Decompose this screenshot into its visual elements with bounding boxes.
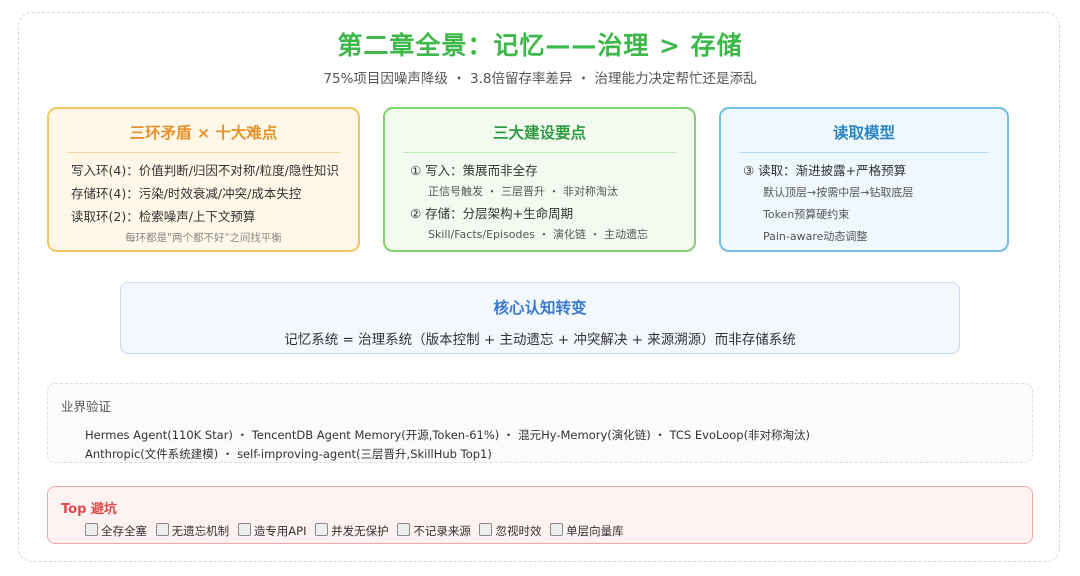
pitfall-item: 造专用API (253, 524, 307, 538)
read-detail-3: Pain-aware动态调整 (763, 230, 868, 243)
pitfall-item: 全存全塞 (101, 524, 147, 538)
read-ring-line: 读取环(2)：检索噪声/上下文预算 (71, 209, 256, 224)
pitfalls-list: 全存全塞 无遗忘机制 造专用API 并发无保护 不记录来源 忽视时效 单层向量库 (85, 523, 1032, 539)
pin-icon (397, 523, 411, 536)
divider (739, 152, 989, 153)
pin-icon (155, 523, 169, 536)
storage-point-detail: Skill/Facts/Episodes ・ 演化链 ・ 主动遗忘 (428, 228, 648, 241)
card-title: 三环矛盾 × 十大难点 (129, 124, 278, 142)
core-title: 核心认知转变 (493, 299, 587, 317)
pin-icon (315, 523, 329, 536)
card-title: 读取模型 (832, 124, 895, 142)
pitfalls-title: Top 避坑 (61, 502, 117, 517)
write-ring-line: 写入环(4)：价值判断/归因不对称/粒度/隐性知识 (71, 163, 339, 178)
page-title: 第二章全景：记忆——治理 > 存储 (337, 31, 743, 60)
divider (403, 152, 676, 153)
card-three-ring-conflicts: 三环矛盾 × 十大难点 写入环(4)：价值判断/归因不对称/粒度/隐性知识 存储… (47, 107, 360, 252)
pitfall-item: 无遗忘机制 (171, 524, 230, 538)
pitfalls-box: Top 避坑 全存全塞 无遗忘机制 造专用API 并发无保护 不记录来源 忽视时… (47, 486, 1033, 544)
validation-line-1: Hermes Agent(110K Star) ・ TencentDB Agen… (85, 428, 811, 442)
card-construction-points: 三大建设要点 ① 写入：策展而非全存 正信号触发 ・ 三层晋升 ・ 非对称淘汰 … (383, 107, 696, 252)
pin-icon (479, 523, 493, 536)
pitfall-item: 单层向量库 (566, 524, 624, 538)
storage-ring-line: 存储环(4)：污染/时效衰减/冲突/成本失控 (71, 186, 302, 201)
write-point-detail: 正信号触发 ・ 三层晋升 ・ 非对称淘汰 (428, 185, 618, 198)
card-read-model: 读取模型 ③ 读取：渐进披露+严格预算 默认顶层→按需中层→钻取底层 Token… (719, 107, 1009, 252)
pin-icon (550, 523, 564, 536)
write-point: ① 写入：策展而非全存 (410, 163, 538, 178)
industry-validation-box: 业界验证 Hermes Agent(110K Star) ・ TencentDB… (47, 383, 1033, 463)
read-detail-2: Token预算硬约束 (763, 208, 850, 221)
storage-point: ② 存储：分层架构+生命周期 (410, 206, 574, 221)
pitfall-item: 不记录来源 (413, 524, 471, 538)
card-note: 每环都是"两个都不好"之间找平衡 (125, 232, 282, 244)
validation-title: 业界验证 (61, 399, 112, 414)
read-point: ③ 读取：渐进披露+严格预算 (743, 163, 907, 178)
pitfall-item: 忽视时效 (495, 524, 542, 538)
pin-icon (85, 523, 98, 536)
card-title: 三大建设要点 (492, 124, 586, 142)
divider (67, 152, 340, 153)
core-insight-box: 核心认知转变 记忆系统 = 治理系统（版本控制 + 主动遗忘 + 冲突解决 + … (120, 282, 960, 354)
core-text: 记忆系统 = 治理系统（版本控制 + 主动遗忘 + 冲突解决 + 来源溯源）而非… (284, 332, 796, 348)
pin-icon (237, 523, 251, 536)
outer-frame (18, 12, 1060, 562)
pitfall-item: 并发无保护 (331, 524, 389, 538)
page-subtitle: 75%项目因噪声降级 ・ 3.8倍留存率差异 ・ 治理能力决定帮忙还是添乱 (323, 71, 757, 87)
validation-line-2: Anthropic(文件系统建模) ・ self-improving-agent… (85, 447, 492, 461)
read-detail-1: 默认顶层→按需中层→钻取底层 (763, 186, 914, 199)
